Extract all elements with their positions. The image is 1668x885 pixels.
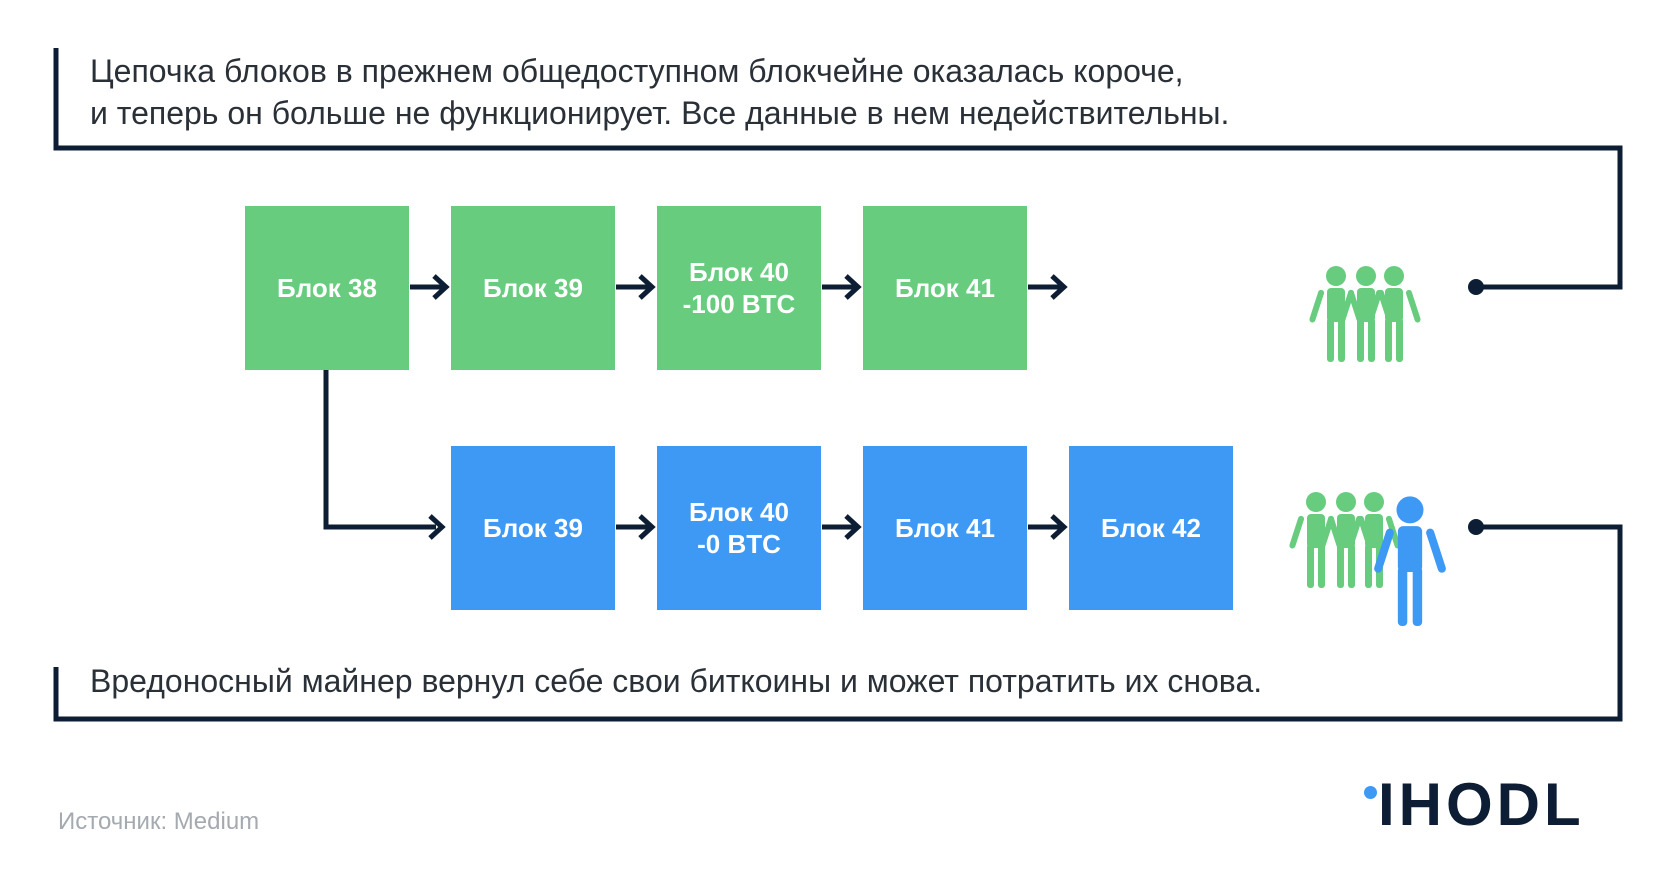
block-public-41: Блок 41 — [863, 206, 1027, 370]
malicious-miner-icon — [1373, 496, 1447, 626]
group-with-miner-icon — [1288, 492, 1447, 626]
top-caption: Цепочка блоков в прежнем общедоступном б… — [90, 53, 1230, 131]
block-public-39: Блок 39 — [451, 206, 615, 370]
bottom-caption: Вредоносный майнер вернул себе свои битк… — [90, 663, 1263, 699]
top-frame-line — [53, 48, 1623, 290]
logo-dot — [1364, 786, 1377, 799]
ihodl-logo: IHODL — [1364, 774, 1630, 838]
block-malicious-42: Блок 42 — [1069, 446, 1233, 610]
bottom-frame-line — [53, 524, 1623, 722]
top-frame-dot — [1468, 279, 1484, 295]
top-chain-arrows — [410, 274, 1068, 300]
block-malicious-41: Блок 41 — [863, 446, 1027, 610]
block-malicious-40: Блок 40 -0 BTC — [657, 446, 821, 610]
source-credit: Источник: Medium — [58, 808, 260, 835]
block-malicious-39: Блок 39 — [451, 446, 615, 610]
block-public-38: Блок 38 — [245, 206, 409, 370]
block-public-40: Блок 40 -100 BTC — [657, 206, 821, 370]
group-of-three-people-icon — [1308, 266, 1422, 362]
fork-connector — [323, 370, 436, 530]
fork-arrowhead — [428, 514, 446, 540]
logo-text: IHODL — [1378, 771, 1585, 838]
bottom-frame-dot — [1468, 519, 1484, 535]
bottom-chain-arrows — [616, 514, 1068, 540]
